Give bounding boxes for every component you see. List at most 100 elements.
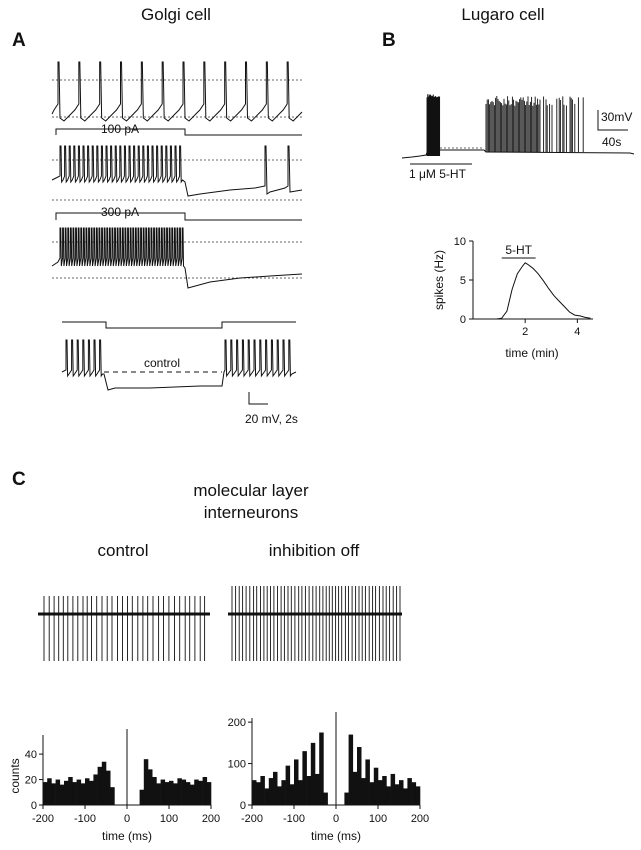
- ccg-bar: [394, 784, 400, 805]
- ccg-bar: [173, 783, 178, 805]
- ccg-bar: [97, 766, 103, 805]
- ccg-bar: [177, 778, 182, 805]
- ccg-bar: [281, 780, 286, 805]
- ccg-bar: [156, 783, 161, 805]
- ccg-bar: [202, 777, 208, 805]
- ccg-bar: [403, 788, 408, 805]
- ccg-ytick-label: 200: [228, 717, 246, 729]
- rate-ylabel: spikes (Hz): [432, 250, 446, 310]
- ccg-bar: [378, 780, 383, 805]
- ccg-bar: [268, 778, 274, 805]
- ccg-ytick-label: 100: [228, 759, 246, 771]
- ccg-xtick-label: 200: [411, 813, 429, 825]
- ccg-bar: [357, 747, 362, 805]
- ccg-bar: [139, 789, 145, 805]
- scale-bar-b: 30mV 40s: [597, 110, 632, 149]
- ccg-bar: [190, 784, 195, 805]
- ccg-bar: [382, 776, 387, 805]
- panel-b-letter: B: [382, 30, 396, 51]
- ccg-bar: [323, 792, 328, 805]
- ccg-xtick-label: 100: [369, 813, 387, 825]
- ccg-bar: [47, 778, 52, 805]
- ccg-bar: [319, 732, 324, 805]
- golgi-trace-spontaneous: [51, 61, 303, 122]
- ccg-bar: [80, 783, 86, 805]
- scale-bar-a: 20 mV, 2s: [245, 392, 298, 426]
- ccg-bar: [260, 776, 265, 805]
- ccg-bar: [302, 751, 307, 805]
- ccg-bar: [264, 788, 270, 805]
- ccg-bar: [306, 776, 312, 805]
- ccg-bar: [148, 769, 153, 805]
- ccg-ytick-label: 40: [25, 749, 37, 761]
- stim-label-100pa: 100 pA: [101, 122, 139, 136]
- ccg-bar: [390, 773, 396, 805]
- ccg-bar: [164, 782, 170, 805]
- ccg-bar: [407, 778, 412, 805]
- ccg-bar: [143, 759, 149, 805]
- rate-xtick-label: 2: [522, 326, 528, 338]
- ccg-bar: [59, 784, 65, 805]
- ccg-bar: [289, 784, 295, 805]
- ccg-bar: [160, 779, 166, 805]
- panel-c-letter: C: [12, 469, 26, 490]
- panel-c-title-line1: molecular layer: [193, 481, 309, 500]
- panel-c-title-line2: interneurons: [204, 503, 299, 522]
- ccg-bar: [399, 780, 404, 805]
- rate-annotation-label: 5-HT: [505, 243, 532, 257]
- ccg-xtick-label: -200: [241, 813, 263, 825]
- ccg-bar: [315, 773, 320, 805]
- condition-label-control: control: [97, 541, 148, 560]
- rate-axes: [472, 241, 593, 320]
- ccg-xtick-label: 0: [333, 813, 339, 825]
- ccg-xtick-label: 0: [124, 813, 130, 825]
- scale-bar-a-label: 20 mV, 2s: [245, 412, 298, 426]
- ccg-xlabel: time (ms): [311, 829, 361, 843]
- ccg-bar: [101, 761, 107, 805]
- ccg-bar: [285, 765, 291, 805]
- ccg-bar: [361, 778, 366, 805]
- panel-b-title: Lugaro cell: [461, 5, 544, 24]
- ccg-xtick-label: -100: [74, 813, 96, 825]
- ccg-xtick-label: -200: [32, 813, 54, 825]
- rate-series-line: [486, 262, 591, 320]
- ccg-bar: [273, 771, 278, 805]
- ccg-bar: [411, 782, 417, 805]
- ccg-xlabel: time (ms): [102, 829, 152, 843]
- rate-xlabel: time (min): [505, 346, 558, 360]
- ccg-bar: [386, 786, 391, 805]
- ccg-bar: [369, 782, 375, 805]
- ccg-xtick-label: 100: [160, 813, 178, 825]
- ccg-bar: [106, 770, 111, 805]
- ccg-ytick-label: 20: [25, 775, 37, 787]
- ccg-bar: [348, 734, 354, 805]
- rate-ytick-label: 10: [454, 236, 466, 248]
- interneuron-trace-inhibition-off: [228, 586, 402, 661]
- ccg-bar: [85, 778, 90, 805]
- ccg-ytick-label: 0: [31, 800, 37, 812]
- rate-ytick-label: 5: [460, 275, 466, 287]
- ccg-bar: [206, 782, 212, 805]
- ccg-bar: [198, 780, 203, 805]
- ccg-bar: [365, 759, 370, 805]
- ccg-bar: [169, 780, 174, 805]
- condition-label-inhibition-off: inhibition off: [269, 541, 360, 560]
- drug-label: 1 μM 5-HT: [409, 167, 467, 181]
- ccg-xtick-label: -100: [283, 813, 305, 825]
- ccg-bar: [415, 786, 421, 805]
- stim-label-300pa: 300 pA: [101, 205, 139, 219]
- ccg-bar: [294, 759, 299, 805]
- panel-a-letter: A: [12, 30, 26, 51]
- ccg-ytick-label: 0: [240, 800, 246, 812]
- ccg-bar: [72, 782, 77, 805]
- lugaro-trace: 1 μM 5-HT: [401, 94, 635, 181]
- ccg-bar: [68, 777, 73, 805]
- scale-bar-b-time: 40s: [602, 135, 621, 149]
- ccg-bar: [298, 780, 303, 805]
- ccg-xtick-label: 200: [202, 813, 220, 825]
- panel-a-title: Golgi cell: [141, 5, 211, 24]
- golgi-trace-100pa: 100 pA: [51, 122, 303, 201]
- rate-xtick-label: 4: [574, 326, 580, 338]
